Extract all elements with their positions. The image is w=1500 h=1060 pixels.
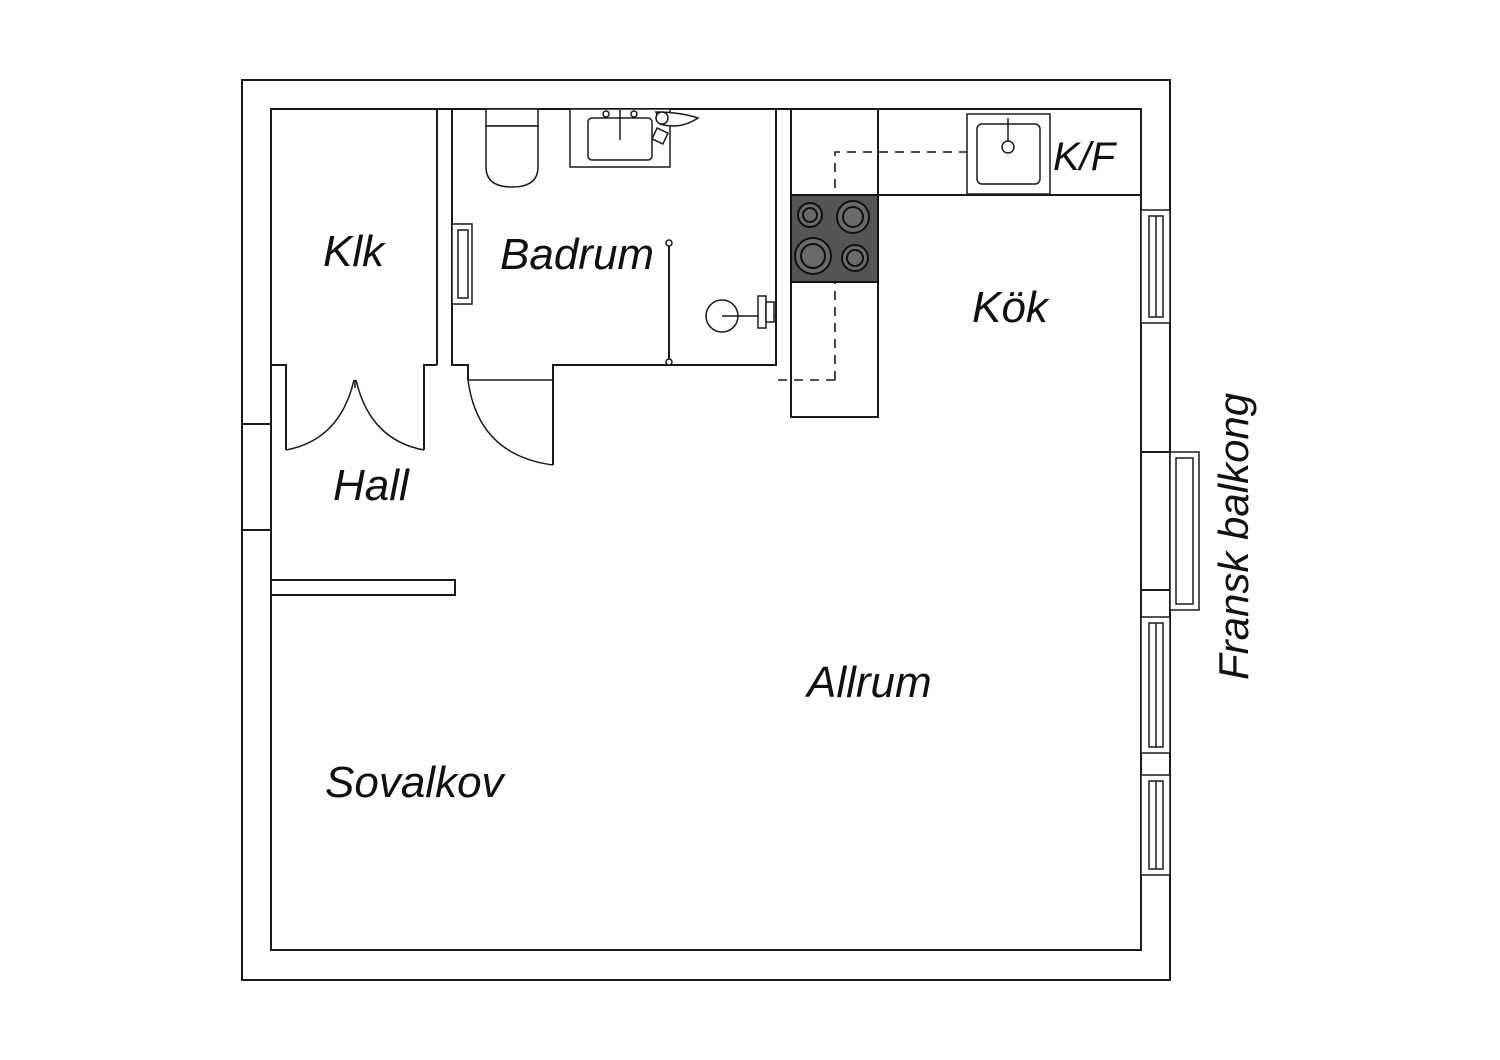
sovalkov-partition xyxy=(270,579,456,596)
bathroom-sink-icon xyxy=(569,108,671,168)
closet-double-door[interactable] xyxy=(285,379,425,451)
window-lower-1 xyxy=(1140,616,1171,754)
fridge-freezer-label: K/F xyxy=(1053,135,1118,179)
radiator-icon xyxy=(451,223,473,305)
shower-head-icon xyxy=(705,295,776,333)
room-label-hall: Hall xyxy=(333,461,410,510)
bathroom-door[interactable] xyxy=(467,379,554,466)
wall-lamp-icon xyxy=(651,111,700,145)
window-lower-2 xyxy=(1140,774,1171,876)
room-label-allrum: Allrum xyxy=(804,658,932,707)
window-upper xyxy=(1140,209,1171,324)
room-label-badrum: Badrum xyxy=(500,230,654,279)
toilet-icon xyxy=(485,108,539,188)
shower-rail-icon xyxy=(665,239,673,366)
outer-wall xyxy=(241,79,1171,981)
kitchen-sink-icon xyxy=(966,113,1051,195)
room-label-sovalkov: Sovalkov xyxy=(325,758,507,807)
room-label-kok: Kök xyxy=(972,283,1050,332)
room-label-klk: Klk xyxy=(323,227,386,276)
upper-cabinets-outline xyxy=(778,151,1010,381)
balcony-label: Fransk balkong xyxy=(1210,393,1257,680)
french-balcony-door[interactable] xyxy=(1140,451,1200,611)
hob-icon xyxy=(790,194,879,283)
